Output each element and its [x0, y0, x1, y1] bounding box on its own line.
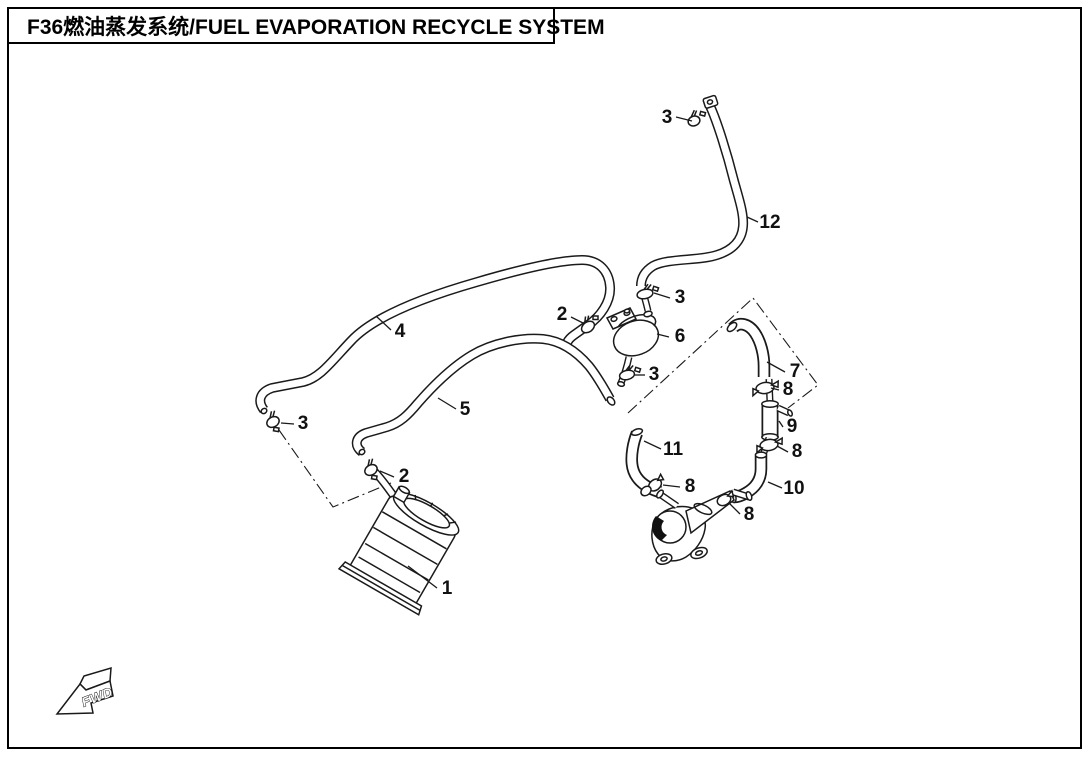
callout-label-10: 10	[783, 478, 804, 499]
callout-leader-3	[653, 292, 671, 299]
clamp-3-mid	[636, 283, 660, 300]
callout-leader-5	[437, 397, 457, 410]
callout-label-8: 8	[783, 379, 794, 400]
callout-label-8: 8	[744, 504, 755, 525]
callout-leader-8	[662, 484, 681, 488]
clamp-3-low	[618, 364, 642, 381]
clamp-2-left	[364, 458, 378, 481]
callout-label-2: 2	[557, 304, 568, 325]
ring-8-c2	[640, 485, 652, 497]
callout-leader-2	[570, 316, 584, 324]
fwd-arrow: FWD	[55, 666, 116, 715]
hose-5	[351, 333, 616, 456]
callout-label-1: 1	[442, 578, 453, 599]
callout-leader-12	[746, 216, 759, 223]
callout-label-3: 3	[649, 364, 660, 385]
hose-7	[726, 317, 771, 377]
callout-leader-1	[407, 565, 438, 589]
clamp-8-d	[716, 489, 735, 507]
page-title: F36燃油蒸发系统/FUEL EVAPORATION RECYCLE SYSTE…	[27, 15, 605, 39]
clamp-8-c	[647, 472, 665, 492]
callout-label-4: 4	[395, 321, 406, 342]
clamp-3-top	[687, 109, 707, 127]
clamp-8-b	[756, 436, 783, 455]
callout-leader-3	[280, 422, 295, 425]
clamp-3-left	[266, 410, 280, 433]
callout-leader-4	[375, 315, 392, 331]
hose-4	[255, 255, 616, 415]
clamps	[266, 109, 783, 507]
clamp-8-a	[752, 379, 779, 398]
callout-label-3: 3	[662, 107, 673, 128]
callout-label-6: 6	[675, 326, 686, 347]
callout-label-12: 12	[759, 212, 780, 233]
callout-label-5: 5	[460, 399, 471, 420]
callout-label-8: 8	[792, 441, 803, 462]
page-border	[7, 7, 1082, 749]
purge-valve	[651, 488, 753, 566]
callout-label-8: 8	[685, 476, 696, 497]
hose-12	[636, 94, 749, 287]
callout-leader-10	[767, 481, 783, 489]
hose-12-end-fitting	[702, 94, 719, 109]
callout-leader-6	[656, 333, 670, 338]
callout-leader-11	[643, 440, 662, 450]
clamp-2-right	[580, 315, 599, 334]
callout-label-3: 3	[298, 413, 309, 434]
canister-1	[337, 485, 460, 616]
callout-label-7: 7	[790, 361, 801, 382]
callout-leader-7	[766, 361, 786, 373]
title-box	[7, 7, 555, 44]
callout-label-11: 11	[663, 439, 684, 460]
callout-leader-9	[778, 420, 784, 428]
phantom-lines	[278, 297, 819, 508]
callout-leader-8	[728, 502, 741, 515]
callout-label-9: 9	[787, 416, 798, 437]
callout-label-2: 2	[399, 466, 410, 487]
callout-label-3: 3	[675, 287, 686, 308]
callout-leader-3	[675, 116, 693, 122]
callout-leader-8	[776, 445, 789, 453]
callout-leader-8	[770, 387, 780, 391]
callout-leader-2	[379, 470, 395, 478]
